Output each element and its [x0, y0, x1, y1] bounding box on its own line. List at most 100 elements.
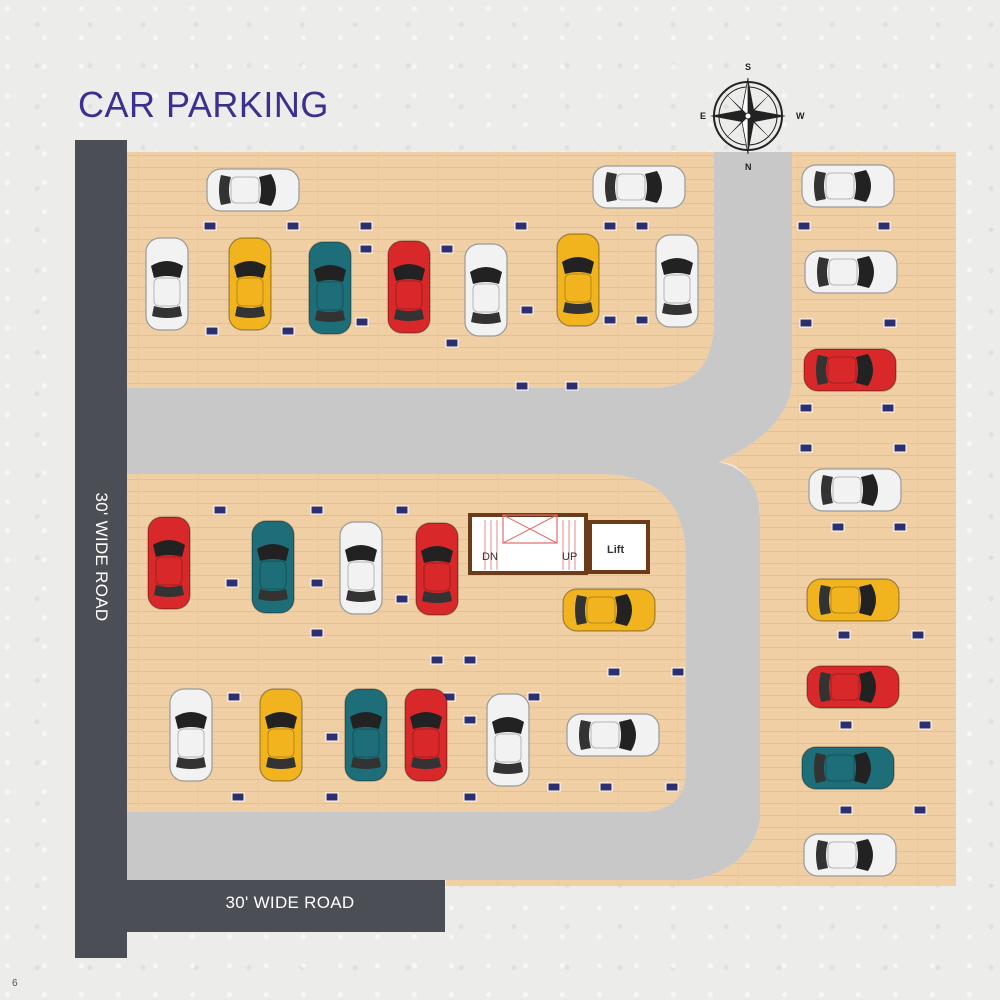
compass-east-label: E: [700, 111, 707, 121]
parked-car-white: [169, 688, 213, 782]
pillar: [359, 244, 373, 254]
page-title: CAR PARKING: [78, 84, 329, 125]
pillar: [797, 221, 811, 231]
pillar: [547, 782, 561, 792]
pillar: [671, 667, 685, 677]
page-number: 6: [12, 978, 18, 989]
parked-car-white: [803, 833, 897, 877]
parked-car-red: [806, 665, 900, 709]
parked-car-white: [145, 237, 189, 331]
parked-car-white: [339, 521, 383, 615]
lift-block: [588, 520, 650, 574]
pillar: [395, 594, 409, 604]
parked-car-teal: [308, 241, 352, 335]
pillar: [893, 443, 907, 453]
pillar: [310, 628, 324, 638]
pillar: [665, 782, 679, 792]
parked-car-white: [804, 250, 898, 294]
parked-car-yellow: [259, 688, 303, 782]
pillar: [514, 221, 528, 231]
pillar: [911, 630, 925, 640]
parked-car-yellow: [556, 233, 600, 327]
pillar: [881, 403, 895, 413]
pillar: [831, 522, 845, 532]
road-horizontal: [127, 880, 445, 932]
pillar: [799, 403, 813, 413]
parked-car-white: [486, 693, 530, 787]
parked-car-teal: [801, 746, 895, 790]
pillar: [877, 221, 891, 231]
driveway: [127, 152, 792, 880]
pillar: [883, 318, 897, 328]
parked-car-teal: [344, 688, 388, 782]
parked-car-teal: [251, 520, 295, 614]
pillar: [359, 221, 373, 231]
pillar: [286, 221, 300, 231]
road-vertical: [75, 140, 127, 958]
parked-car-red: [147, 516, 191, 610]
pillar: [445, 338, 459, 348]
parked-car-white: [801, 164, 895, 208]
lift-label: Lift: [607, 544, 625, 556]
pillar: [520, 305, 534, 315]
pillar: [799, 443, 813, 453]
pillar: [893, 522, 907, 532]
pillar: [599, 782, 613, 792]
pillar: [440, 244, 454, 254]
pillar: [635, 221, 649, 231]
compass-rose: [710, 77, 786, 155]
compass-west-label: W: [796, 111, 805, 121]
pillar: [231, 792, 245, 802]
staircase-block: [468, 513, 588, 575]
pillar: [355, 317, 369, 327]
pillar: [603, 315, 617, 325]
road-vertical-label: 30' WIDE ROAD: [92, 492, 111, 622]
pillar: [463, 715, 477, 725]
parked-car-white: [464, 243, 508, 337]
pillar: [430, 655, 444, 665]
parked-car-white: [566, 713, 660, 757]
pillar: [515, 381, 529, 391]
pillar: [325, 732, 339, 742]
pillar: [603, 221, 617, 231]
parked-car-red: [415, 522, 459, 616]
pillar: [635, 315, 649, 325]
pillar: [527, 692, 541, 702]
parked-car-white: [808, 468, 902, 512]
pillar: [310, 505, 324, 515]
pillar: [918, 720, 932, 730]
pillar: [213, 505, 227, 515]
pillar: [281, 326, 295, 336]
pillar: [325, 792, 339, 802]
parked-car-red: [387, 240, 431, 334]
compass-north-label: N: [745, 162, 752, 172]
stair-up-label: UP: [562, 551, 578, 563]
parked-car-yellow: [806, 578, 900, 622]
pillar: [205, 326, 219, 336]
parked-car-white: [655, 234, 699, 328]
pillar: [310, 578, 324, 588]
parked-car-white: [592, 165, 686, 209]
pillar: [913, 805, 927, 815]
pillar: [203, 221, 217, 231]
pillar: [395, 505, 409, 515]
stair-down-label: DN: [482, 551, 498, 563]
parked-car-yellow: [228, 237, 272, 331]
pillar: [227, 692, 241, 702]
cars: [145, 164, 902, 877]
pillar: [565, 381, 579, 391]
pillar: [839, 720, 853, 730]
pillar: [225, 578, 239, 588]
pillar: [839, 805, 853, 815]
parked-car-red: [803, 348, 897, 392]
parked-car-yellow: [562, 588, 656, 632]
road-horizontal-label: 30' WIDE ROAD: [225, 893, 355, 912]
parked-car-red: [404, 688, 448, 782]
pillars: [203, 221, 932, 815]
compass-south-label: S: [745, 62, 752, 72]
parked-car-white: [206, 168, 300, 212]
pillar: [607, 667, 621, 677]
pillar: [837, 630, 851, 640]
pillar: [463, 655, 477, 665]
